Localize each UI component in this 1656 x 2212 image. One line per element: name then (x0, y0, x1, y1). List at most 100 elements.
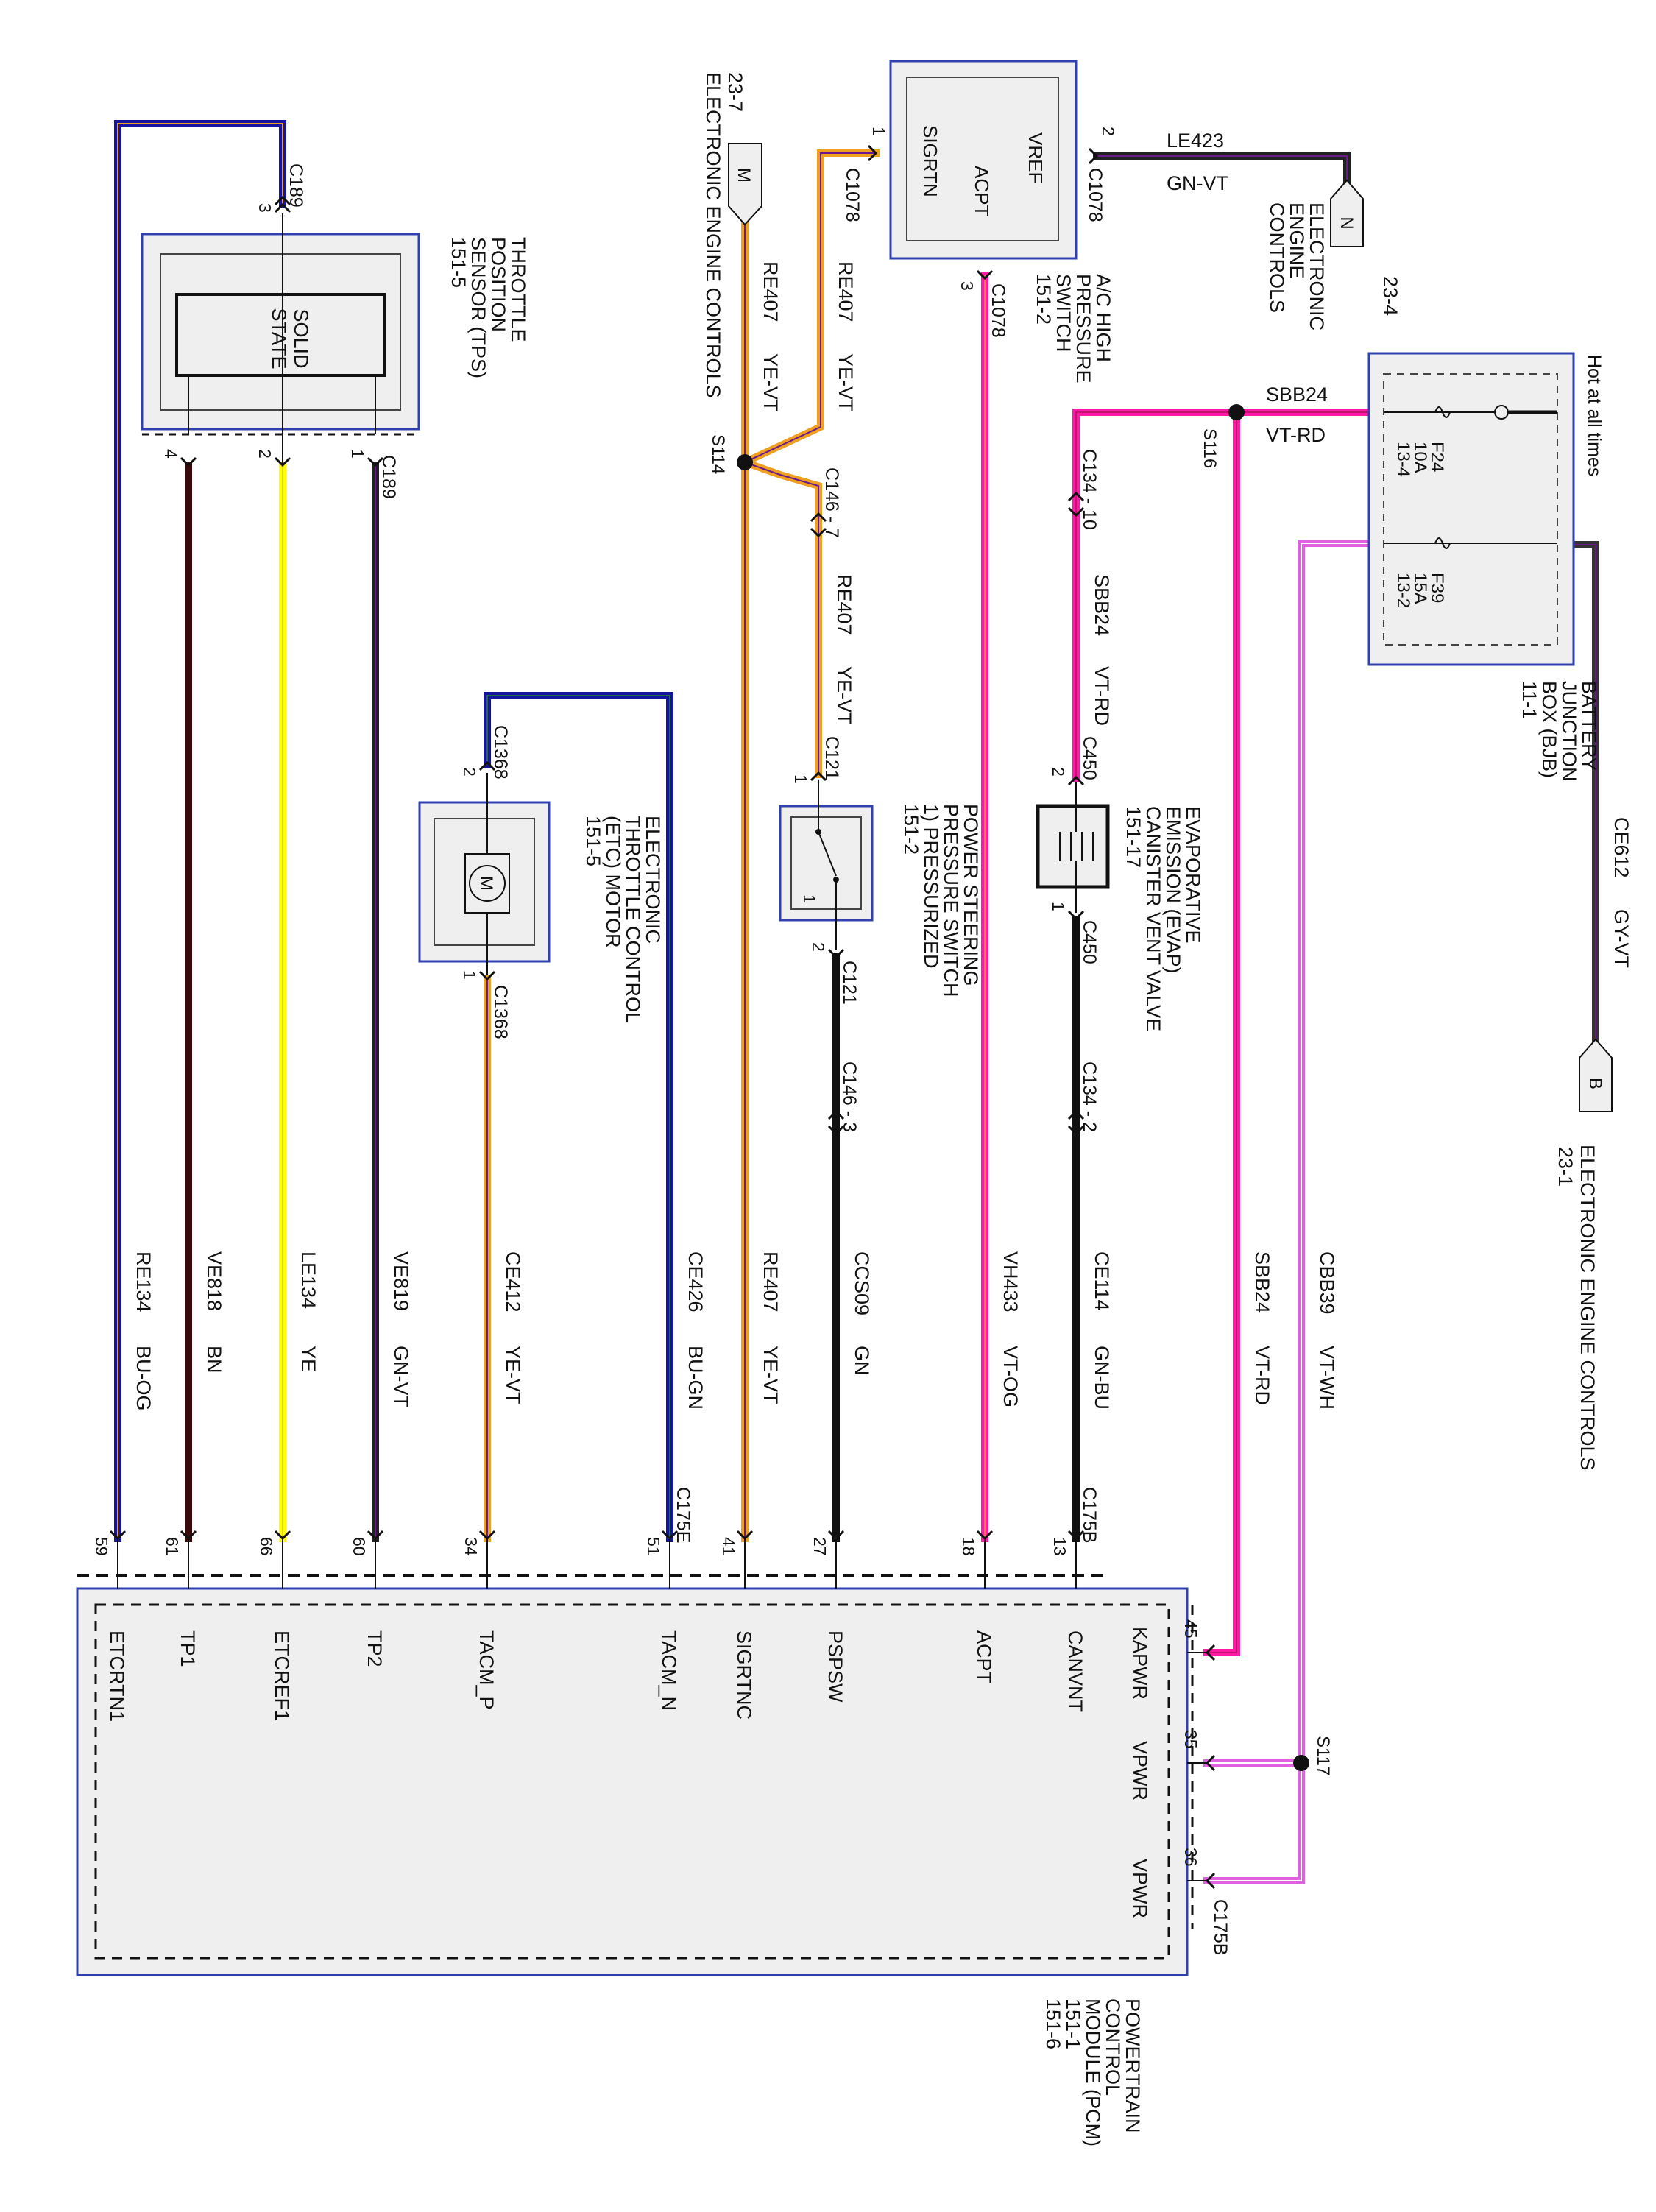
svg-text:151-2: 151-2 (1033, 274, 1055, 325)
ac-switch-component[interactable]: VREF ACPT SIGRTN (889, 60, 1078, 260)
svg-text:1: 1 (460, 970, 479, 980)
label-ce114: CE114 (1091, 1251, 1113, 1311)
evap-component[interactable] (1036, 782, 1110, 913)
label-re407-ac-color: YE-VT (835, 353, 857, 412)
ps-switch-component[interactable]: 1 (779, 780, 874, 950)
label-cbb39: CBB39 (1316, 1251, 1338, 1315)
pin-numbers: 3 4 2 1 1 2 3 1 2 2 1 2 1 59 61 66 60 34… (92, 127, 1200, 1867)
tps-inner-line-2: STATE (268, 308, 290, 369)
ref-n-letter: N (1337, 216, 1356, 229)
label-re407-m-color: YE-VT (760, 353, 782, 412)
wire-labels: RE134 BU-OG VE818 BN LE134 YE VE819 GN-V… (132, 130, 1632, 1411)
connector-labels: C189 C189 C1078 C1078 C1078 C146 - 7 C12… (286, 163, 1231, 1955)
ref-m[interactable]: M 23-7 ELECTRONIC ENGINE CONTROLS (702, 72, 762, 398)
svg-text:(ETC) MOTOR: (ETC) MOTOR (602, 816, 624, 947)
label-re134: RE134 (132, 1251, 155, 1312)
label-ce612: CE612 (1610, 817, 1632, 878)
etc-motor-label: ELECTRONIC THROTTLE CONTROL (ETC) MOTOR … (582, 816, 664, 1023)
svg-text:1: 1 (791, 774, 810, 784)
label-ce412: CE412 (502, 1251, 524, 1312)
svg-text:2: 2 (1099, 127, 1118, 136)
pcm-pin-tp1: TP1 (177, 1630, 199, 1667)
ref-n-page: 23-4 (1379, 276, 1401, 316)
splice-s116[interactable] (1228, 404, 1245, 420)
conn-c1368-bottom: C1368 (490, 985, 511, 1039)
ref-b-label: ELECTRONIC ENGINE CONTROLS (1577, 1145, 1599, 1471)
etc-motor-component[interactable]: M (418, 773, 551, 975)
label-re407-bottom: RE407 (760, 1251, 782, 1312)
pcm-component[interactable]: ETCRTN1 TP1 ETCREF1 TP2 TACM_P TACM_N SI… (76, 1538, 1207, 1976)
label-ve819: VE819 (390, 1251, 412, 1311)
splice-s117-label: S117 (1313, 1736, 1333, 1775)
ref-b-page: 23-1 (1554, 1147, 1577, 1187)
wire-ce612[interactable] (1571, 541, 1599, 1043)
conn-c1078-2: C1078 (1085, 168, 1105, 222)
label-vh433-color: VT-OG (999, 1346, 1022, 1407)
fuse-f24-cavity: 13-4 (1393, 442, 1413, 477)
svg-text:4: 4 (161, 449, 180, 459)
conn-c121-bottom: C121 (839, 961, 860, 1005)
conn-c175e: C175E (673, 1487, 693, 1543)
bjb-label: Hot at all times BATTERY JUNCTION BOX (B… (1518, 355, 1604, 782)
ps-switch-label: POWER STEERING PRESSURE SWITCH 1) PRESSU… (900, 804, 982, 997)
splice-s114[interactable] (737, 454, 753, 470)
label-sbb24-evap-color: VT-RD (1091, 666, 1113, 726)
svg-text:151-5: 151-5 (582, 816, 604, 866)
wire-sbb24[interactable] (1072, 409, 1380, 782)
svg-text:BOX (BJB): BOX (BJB) (1538, 681, 1560, 778)
pcm-pin-tacm-p: TACM_P (475, 1630, 498, 1710)
svg-text:2: 2 (255, 449, 275, 459)
label-le423-color: GN-VT (1167, 172, 1228, 194)
svg-text:1) PRESSURIZED: 1) PRESSURIZED (920, 804, 942, 969)
tps-inner-line-1: SOLID (290, 308, 312, 368)
pcm-pin-vpwr-36: VPWR (1129, 1859, 1151, 1918)
conn-c1078-3: C1078 (988, 283, 1008, 338)
label-ce114-color: GN-BU (1091, 1346, 1113, 1410)
fuse-f39-name: F39 (1427, 573, 1447, 603)
pcm-pin-tp2: TP2 (364, 1630, 386, 1667)
svg-text:EVAPORATIVE: EVAPORATIVE (1182, 806, 1204, 944)
ref-n[interactable]: N 23-4 ELECTRONIC ENGINE CONTROLS (1266, 179, 1401, 331)
svg-text:36: 36 (1181, 1848, 1200, 1867)
ac-pin-acpt: ACPT (971, 166, 993, 216)
label-sbb24-bottom-color: VT-RD (1251, 1346, 1273, 1405)
svg-text:2: 2 (809, 942, 828, 952)
label-sbb24-top-color: VT-RD (1266, 424, 1326, 446)
conn-c450-top: C450 (1079, 736, 1100, 780)
ref-m-page: 23-7 (724, 72, 746, 112)
svg-text:ELECTRONIC: ELECTRONIC (1306, 202, 1328, 331)
bjb-component[interactable]: F24 10A 13-4 F39 15A 13-2 (1367, 352, 1575, 666)
svg-text:2: 2 (1049, 767, 1068, 777)
svg-text:3: 3 (958, 281, 977, 291)
label-re407-ps: RE407 (833, 574, 855, 635)
svg-text:151-17: 151-17 (1122, 806, 1144, 868)
conn-c450-bottom: C450 (1079, 920, 1100, 964)
pcm-pin-etcref1: ETCREF1 (271, 1630, 293, 1721)
svg-text:PRESSURE SWITCH: PRESSURE SWITCH (940, 804, 962, 997)
svg-text:THROTTLE CONTROL: THROTTLE CONTROL (622, 816, 644, 1023)
label-re407-ac: RE407 (835, 261, 857, 322)
label-vh433: VH433 (999, 1251, 1022, 1312)
svg-text:59: 59 (92, 1537, 111, 1556)
label-re134-color: BU-OG (132, 1346, 155, 1411)
label-ccs09: CCS09 (851, 1251, 873, 1315)
svg-text:JUNCTION: JUNCTION (1558, 681, 1580, 782)
ref-b-letter: B (1585, 1078, 1605, 1089)
svg-text:1: 1 (1049, 902, 1068, 911)
svg-text:PRESSURE: PRESSURE (1072, 274, 1094, 384)
label-ce612-color: GY-VT (1610, 909, 1632, 968)
pcm-pin-acpt: ACPT (973, 1630, 995, 1683)
label-ve818: VE818 (203, 1251, 225, 1311)
splice-s117[interactable] (1293, 1755, 1309, 1771)
svg-text:1: 1 (869, 127, 888, 136)
label-ce426-color: BU-GN (684, 1346, 707, 1410)
tps-component[interactable]: SOLID STATE (141, 213, 420, 464)
wire-cbb39[interactable] (1298, 540, 1380, 1767)
svg-text:151-2: 151-2 (900, 804, 922, 855)
svg-text:27: 27 (810, 1537, 829, 1556)
label-re407-ps-color: YE-VT (833, 666, 855, 725)
pcm-pin-canvnt: CANVNT (1064, 1630, 1086, 1712)
ref-b[interactable]: B 23-1 ELECTRONIC ENGINE CONTROLS (1554, 1038, 1613, 1471)
